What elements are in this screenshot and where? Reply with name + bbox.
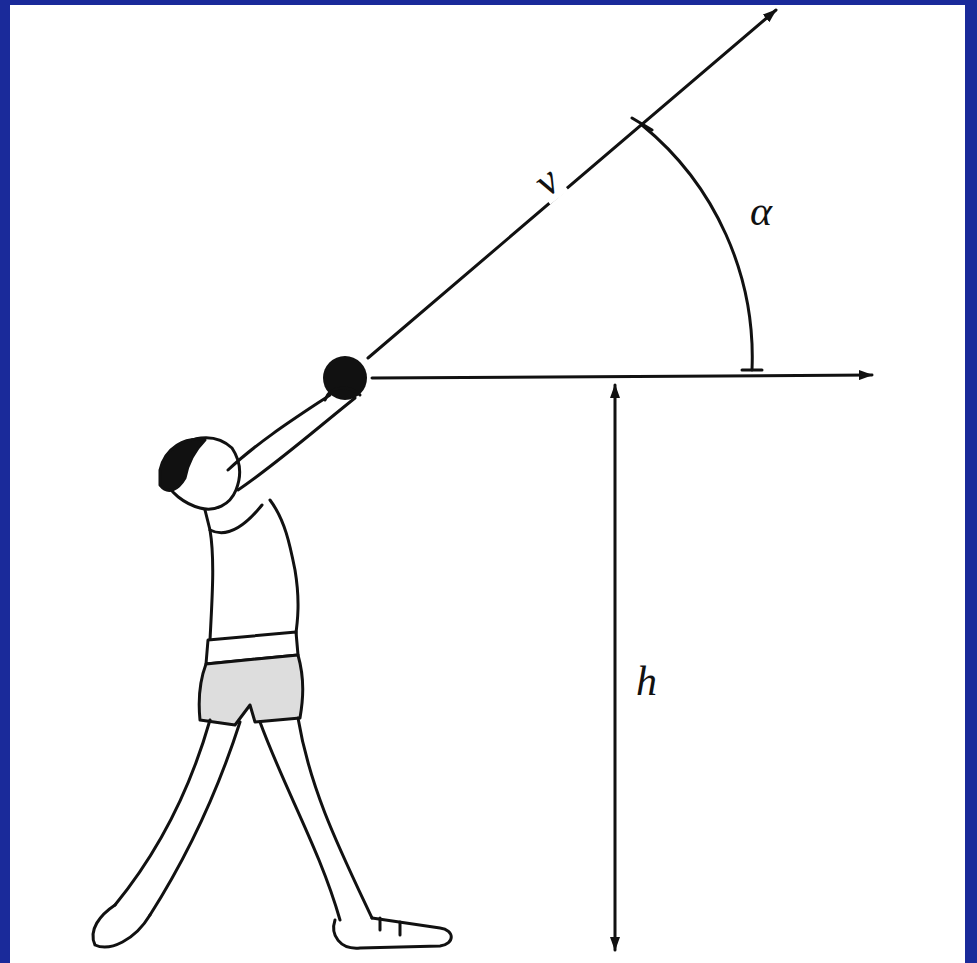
paper-ground (10, 5, 965, 963)
angle-arc (642, 125, 752, 370)
athlete-figure (93, 388, 451, 948)
shot-ball (323, 356, 367, 400)
symbol-label: h (634, 660, 659, 702)
arc-ticks (632, 118, 762, 370)
symbol-label: α (748, 190, 774, 232)
height-arrow (614, 385, 617, 950)
horizontal-line (372, 375, 872, 378)
velocity-vector (368, 10, 776, 358)
